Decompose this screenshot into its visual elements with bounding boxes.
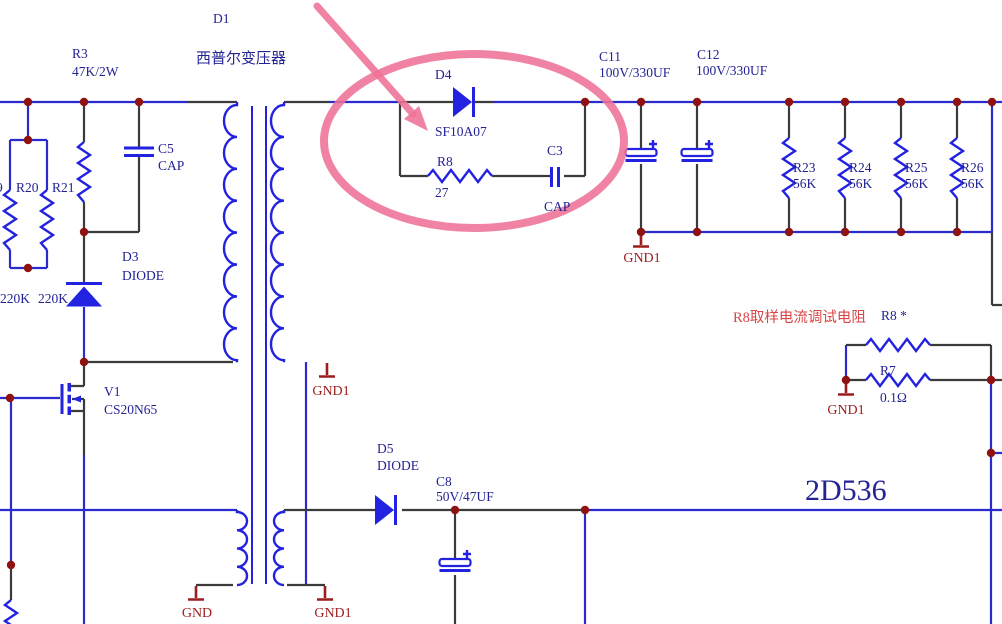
label-v1-value: CS20N65 bbox=[104, 402, 158, 417]
label-gnd1-bulk-caps: GND1 bbox=[623, 251, 660, 266]
diode-d5-symbol bbox=[373, 493, 397, 527]
label-d4-ref: D4 bbox=[435, 67, 452, 82]
label-r26-ref: R26 bbox=[961, 160, 984, 175]
label-c12-ref: C12 bbox=[697, 47, 720, 62]
label-r24-ref: R24 bbox=[849, 160, 872, 175]
highlight-arrow-head bbox=[404, 106, 428, 131]
label-r8-value: 27 bbox=[435, 185, 449, 200]
label-r20-ref: R20 bbox=[16, 180, 39, 195]
label-r3-value: 47K/2W bbox=[72, 64, 119, 79]
label-gnd-aux-left: GND bbox=[182, 606, 212, 621]
highlight-ellipse bbox=[320, 50, 628, 232]
label-r23-ref: R23 bbox=[793, 160, 816, 175]
label-r8-ref: R8 bbox=[437, 154, 453, 169]
resistor-r8-symbol bbox=[426, 168, 494, 184]
label-d4-value: SF10A07 bbox=[435, 124, 487, 139]
mosfet-arrow bbox=[72, 395, 81, 403]
resistor-r7-symbol bbox=[864, 372, 932, 388]
resistor-bottom-left-symbol-clipped bbox=[3, 598, 19, 624]
annotation-r8-note: R8取样电流调试电阻 bbox=[733, 309, 866, 326]
label-r23-value: 56K bbox=[793, 176, 817, 191]
label-d3-ref: D3 bbox=[122, 249, 139, 264]
diode-d3-symbol bbox=[66, 282, 102, 307]
label-gnd1-secondary: GND1 bbox=[312, 384, 349, 399]
label-r20-value: 220K bbox=[0, 291, 30, 306]
label-d5-value: DIODE bbox=[377, 458, 419, 473]
resistor-r8-test-symbol bbox=[864, 337, 932, 353]
label-c5-value: CAP bbox=[158, 158, 184, 173]
label-c3-value: CAP bbox=[544, 199, 570, 214]
label-r7-ref: R7 bbox=[880, 363, 896, 378]
label-d1-name: 西普尔变压器 bbox=[196, 50, 286, 67]
junction-dots bbox=[5, 97, 997, 570]
label-r7-value: 0.1Ω bbox=[880, 390, 907, 405]
label-v1-ref: V1 bbox=[104, 384, 121, 399]
label-d1-ref: D1 bbox=[213, 11, 230, 26]
primary-winding bbox=[222, 100, 239, 364]
aux-winding-right bbox=[272, 508, 286, 587]
wires-blue bbox=[0, 100, 1002, 624]
label-c5-ref: C5 bbox=[158, 141, 174, 156]
capacitor-c3-symbol bbox=[550, 167, 560, 187]
resistor-r3-symbol bbox=[76, 140, 92, 204]
label-r19-ref-partial: 9 bbox=[0, 180, 3, 195]
transformer-d1 bbox=[222, 100, 286, 587]
label-r25-value: 56K bbox=[905, 176, 929, 191]
resistor-r21-symbol bbox=[39, 188, 55, 252]
gnd1-symbol-secondary bbox=[317, 361, 337, 378]
diode-d4-symbol bbox=[451, 85, 475, 119]
label-r21-value: 220K bbox=[38, 291, 68, 306]
label-gnd1-sense: GND1 bbox=[827, 403, 864, 418]
label-r24-value: 56K bbox=[849, 176, 873, 191]
highlight-arrow-shaft bbox=[313, 2, 417, 118]
highlight-markup bbox=[313, 2, 628, 232]
label-c11-ref: C11 bbox=[599, 49, 621, 64]
aux-winding-left bbox=[235, 508, 249, 587]
label-r21-ref: R21 bbox=[52, 180, 75, 195]
label-gnd1-aux-right: GND1 bbox=[314, 606, 351, 621]
label-c12-value: 100V/330UF bbox=[696, 63, 768, 78]
gnd-symbol-aux-left bbox=[186, 584, 206, 601]
label-c8-value: 50V/47UF bbox=[436, 489, 494, 504]
resistor-r20-symbol bbox=[2, 188, 18, 252]
capacitor-c5-symbol bbox=[124, 146, 154, 157]
secondary-winding bbox=[269, 100, 286, 364]
label-part-code: 2D536 bbox=[805, 474, 887, 507]
core-line bbox=[251, 106, 267, 584]
label-d5-ref: D5 bbox=[377, 441, 394, 456]
label-d3-value: DIODE bbox=[122, 268, 164, 283]
label-r25-ref: R25 bbox=[905, 160, 928, 175]
gnd1-symbol-aux-right bbox=[315, 584, 335, 601]
label-c8-ref: C8 bbox=[436, 474, 452, 489]
label-c11-value: 100V/330UF bbox=[599, 65, 671, 80]
label-r3-ref: R3 bbox=[72, 46, 88, 61]
mosfet-v1-symbol bbox=[60, 383, 81, 415]
label-r26-value: 56K bbox=[961, 176, 985, 191]
label-r8-test-ref: R8 * bbox=[881, 308, 907, 323]
label-c3-ref: C3 bbox=[547, 143, 563, 158]
